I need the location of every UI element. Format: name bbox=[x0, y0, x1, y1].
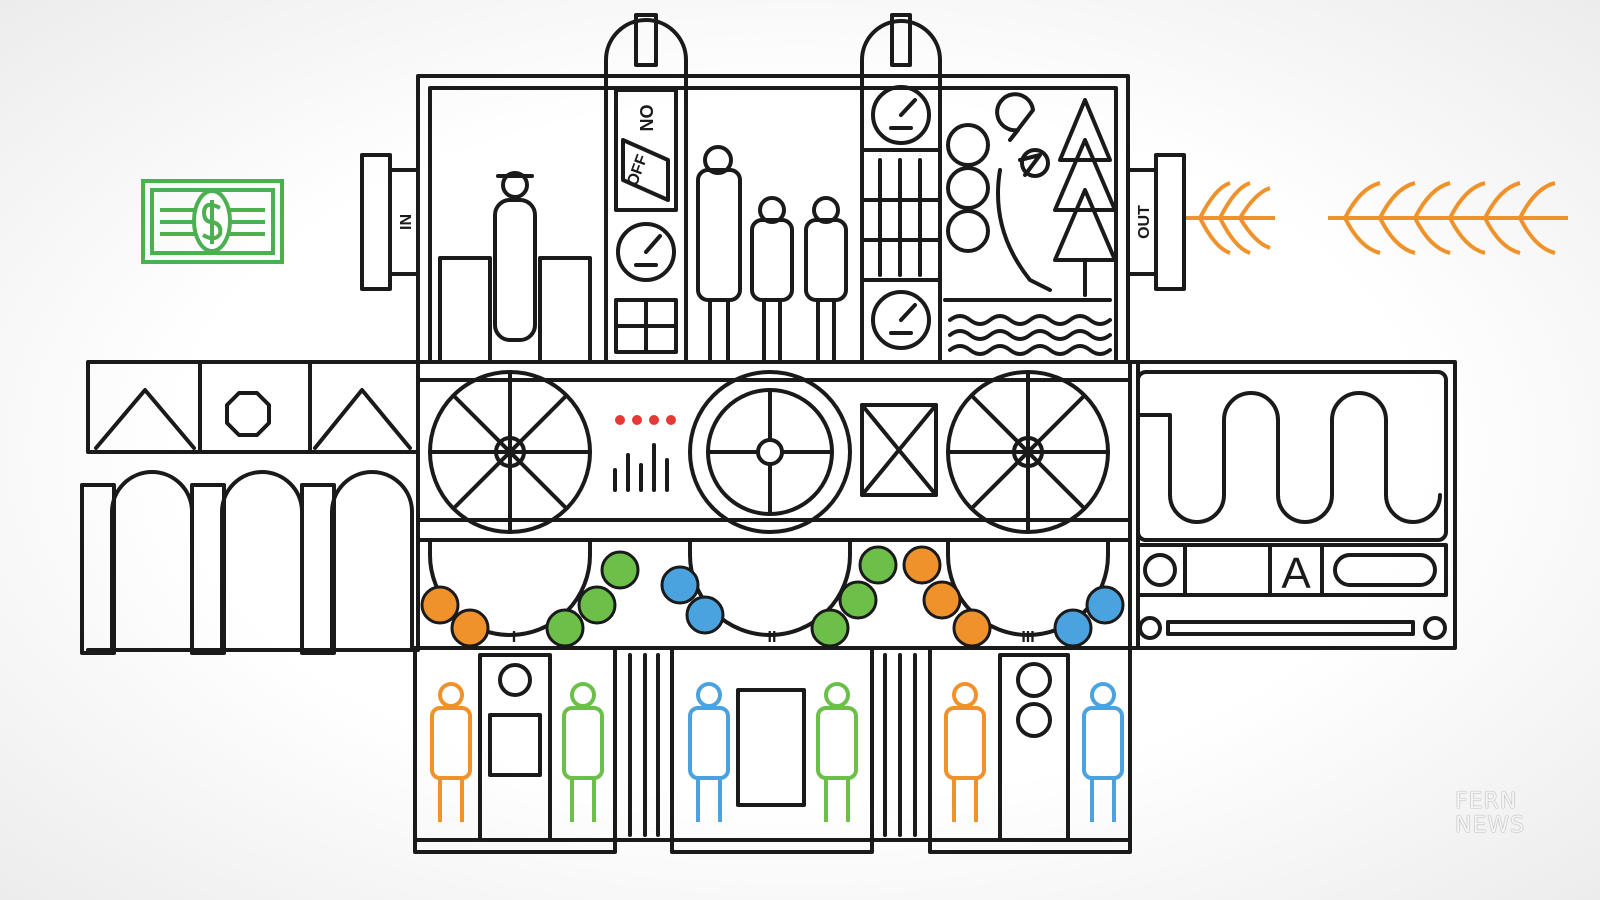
out-label: OUT bbox=[1136, 205, 1153, 239]
machine-outline bbox=[80, 13, 1457, 854]
fern-news-watermark: FERN NEWS bbox=[1455, 790, 1525, 838]
wheat-icon bbox=[1185, 181, 1568, 255]
panel-letter: A bbox=[1281, 549, 1311, 598]
money-bill-icon bbox=[141, 179, 284, 264]
indicator-lights bbox=[615, 415, 676, 425]
worker-orange-icon bbox=[430, 682, 986, 822]
stage-2-label: II bbox=[768, 629, 777, 646]
discs bbox=[420, 545, 1125, 648]
workers bbox=[430, 682, 1124, 822]
watermark-line-2: NEWS bbox=[1455, 813, 1526, 838]
on-label: ON bbox=[636, 105, 656, 132]
stage-1-label: I bbox=[512, 629, 516, 646]
watermark-line-1: FERN bbox=[1455, 789, 1518, 814]
off-switch-label[interactable]: OFF bbox=[624, 152, 651, 188]
worker-blue-icon bbox=[688, 682, 1124, 822]
in-label: IN bbox=[398, 214, 415, 230]
worker-green-icon bbox=[562, 682, 858, 822]
stage-3-label: III bbox=[1021, 629, 1034, 646]
